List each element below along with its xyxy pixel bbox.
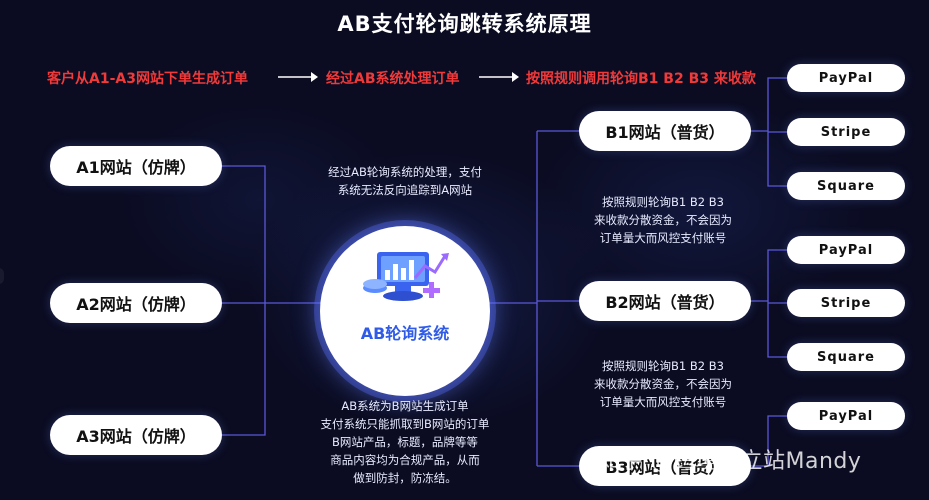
b2-note-line: 订单量大而风控支付账号: [599, 395, 727, 409]
b1-note-line: 按照规则轮询B1 B2 B3: [602, 195, 724, 209]
b3-site-node: B3网站（普货）: [579, 446, 751, 486]
b1-payment-square: Square: [787, 172, 905, 200]
page-title: AB支付轮询跳转系统原理: [337, 12, 592, 36]
b2-payment-square: Square: [787, 343, 905, 371]
b1-site-node: B1网站（普货）: [579, 111, 751, 151]
note-top: 经过AB轮询系统的处理，支付 系统无法反向追踪到A网站: [300, 163, 510, 199]
flow-arrow-1: [278, 72, 318, 82]
edge-artifact: [0, 268, 4, 284]
connector-a1: [222, 165, 266, 310]
dashboard-chart-icon: [363, 252, 449, 301]
flow-step-3: 按照规则调用轮询B1 B2 B3 来收款: [526, 71, 756, 87]
a1-site-node: A1网站（仿牌）: [50, 146, 222, 186]
flow-step-1: 客户从A1-A3网站下单生成订单: [47, 71, 248, 87]
b1-payment-stripe: Stripe: [787, 118, 905, 146]
note-bottom-line: AB系统为B网站生成订单: [341, 399, 469, 413]
b2-note-line: 来收款分散资金，不会因为: [594, 377, 732, 391]
a3-site-node: A3网站（仿牌）: [50, 415, 222, 455]
connector-a3: [222, 310, 266, 436]
b1-note: 按照规则轮询B1 B2 B3 来收款分散资金，不会因为 订单量大而风控支付账号: [568, 193, 758, 247]
note-bottom-line: B网站产品，标题，品牌等等: [332, 435, 478, 449]
note-top-line: 经过AB轮询系统的处理，支付: [328, 165, 482, 179]
flow-arrow-2: [479, 72, 519, 82]
b1-payment-paypal: PayPal: [787, 64, 905, 92]
watermark: 知乎 @跨境独立站Mandy: [598, 449, 862, 474]
note-bottom-line: 做到防封，防冻结。: [353, 471, 457, 485]
flow-step-2: 经过AB系统处理订单: [326, 71, 460, 87]
note-bottom: AB系统为B网站生成订单 支付系统只能抓取到B网站的订单 B网站产品，标题，品牌…: [295, 397, 515, 487]
note-bottom-line: 商品内容均为合规产品，从而: [330, 453, 480, 467]
connector-b3-payments: [767, 415, 787, 466]
ab-system-label: AB轮询系统: [360, 324, 450, 343]
note-top-line: 系统无法反向追踪到A网站: [337, 183, 473, 197]
b3-payment-paypal: PayPal: [787, 402, 905, 430]
b2-note: 按照规则轮询B1 B2 B3 来收款分散资金，不会因为 订单量大而风控支付账号: [568, 357, 758, 411]
b2-site-node: B2网站（普货）: [579, 281, 751, 321]
b2-note-line: 按照规则轮询B1 B2 B3: [602, 359, 724, 373]
a2-site-node: A2网站（仿牌）: [50, 283, 222, 323]
b1-note-line: 订单量大而风控支付账号: [599, 231, 727, 245]
b2-payment-stripe: Stripe: [787, 289, 905, 317]
b1-note-line: 来收款分散资金，不会因为: [594, 213, 732, 227]
b2-payment-paypal: PayPal: [787, 236, 905, 264]
note-bottom-line: 支付系统只能抓取到B网站的订单: [320, 417, 490, 431]
